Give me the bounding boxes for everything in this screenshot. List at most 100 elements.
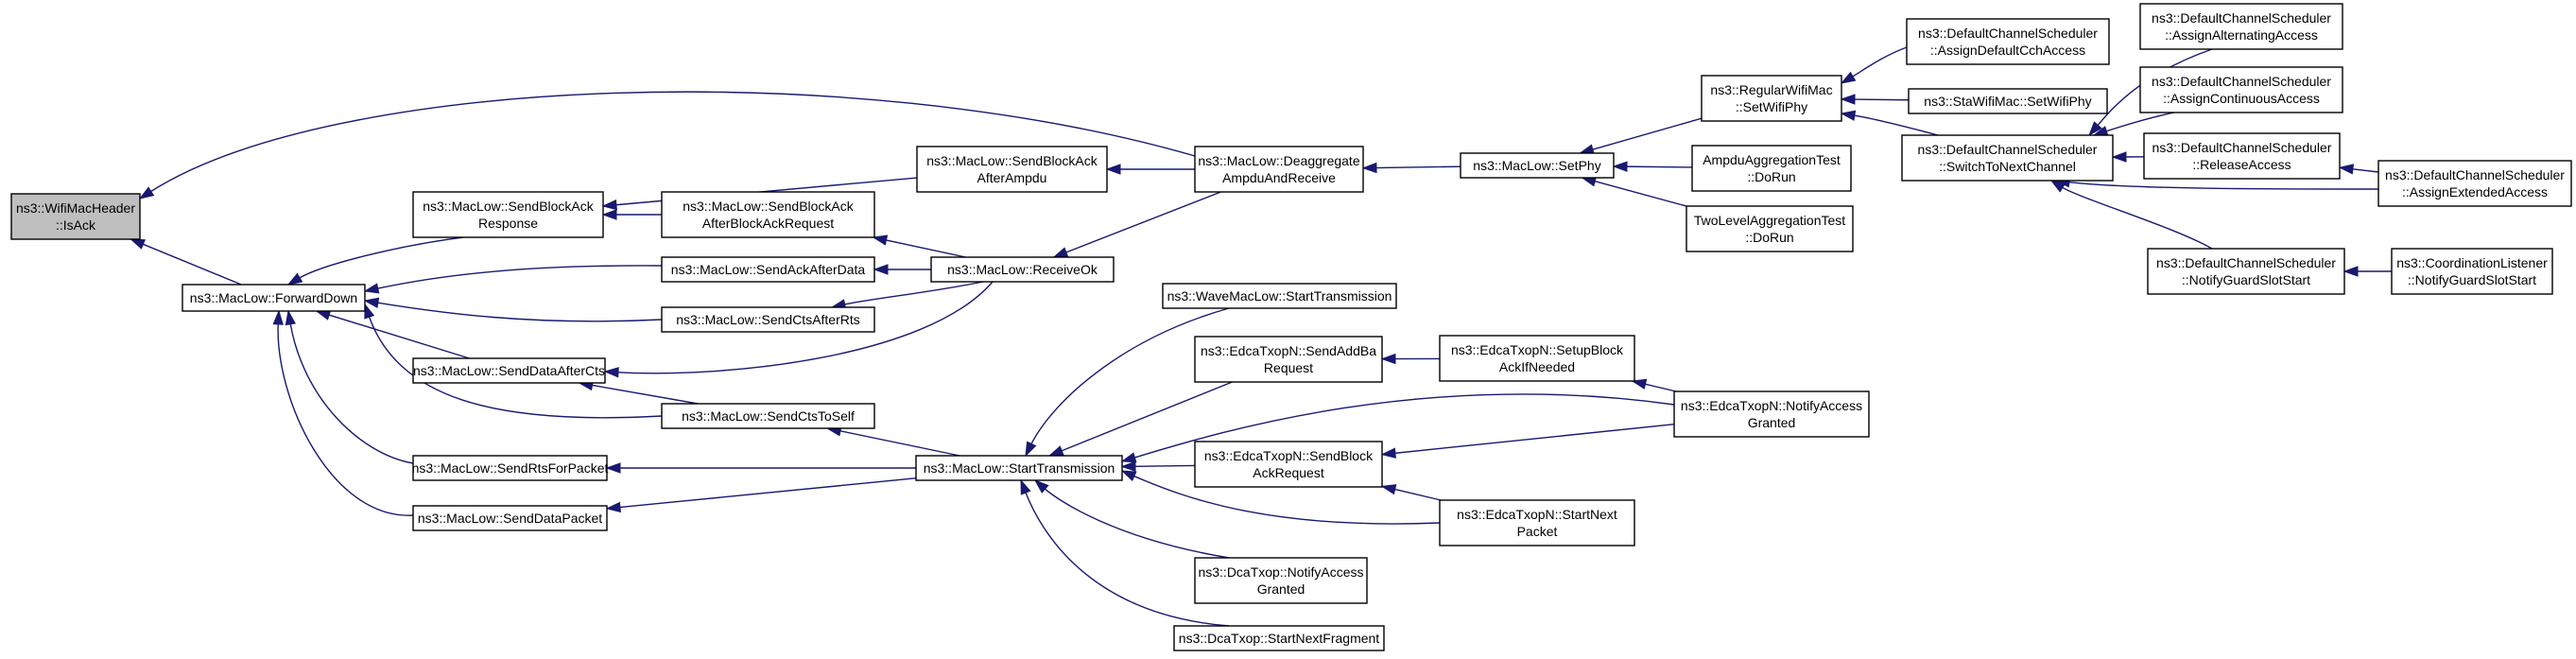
node-label-senddatapacket-line-0: ns3::MacLow::SendDataPacket bbox=[418, 511, 602, 526]
node-label-assigndefaultcch-line-1: ::AssignDefaultCchAccess bbox=[1930, 43, 2085, 58]
edge-sendctstoself-to-senddataaftercts bbox=[590, 384, 699, 405]
node-ampdutest[interactable]: AmpduAggregationTest::DoRun bbox=[1691, 145, 1852, 192]
node-box-ampdutest bbox=[1691, 145, 1852, 192]
arrowhead-deaggregate-to-sendblockackafterampdu bbox=[1105, 164, 1121, 175]
arrowhead-sendblockackresponse-to-forwarddown bbox=[286, 272, 303, 286]
arrowhead-wavemaclow-to-starttransmission bbox=[1025, 441, 1037, 458]
node-label-sendblockackrequest-line-0: ns3::EdcaTxopN::SendBlock bbox=[1204, 448, 1374, 463]
node-senddataaftercts[interactable]: ns3::MacLow::SendDataAfterCts bbox=[412, 357, 606, 384]
arrowhead-sendblockackafterampdu-to-sendblockackresponse bbox=[601, 199, 617, 211]
node-label-notifyguard-line-0: ns3::DefaultChannelScheduler bbox=[2156, 255, 2336, 270]
node-dcastartnextfrag[interactable]: ns3::DcaTxop::StartNextFragment bbox=[1173, 625, 1385, 651]
edge-forwarddown-to-isack bbox=[141, 242, 242, 286]
edge-receiveok-to-sendctsafterrts bbox=[842, 281, 984, 306]
node-box-isack bbox=[10, 193, 141, 240]
node-sendctsafterrts[interactable]: ns3::MacLow::SendCtsAfterRts bbox=[661, 306, 875, 333]
node-sendrtsforpacket[interactable]: ns3::MacLow::SendRtsForPacket bbox=[412, 455, 609, 481]
node-label-isack-line-0: ns3::WifiMacHeader bbox=[16, 200, 135, 216]
node-stasetwifiphy[interactable]: ns3::StaWifiMac::SetWifiPhy bbox=[1908, 88, 2108, 114]
node-label-edcastartnext-line-0: ns3::EdcaTxopN::StartNext bbox=[1457, 507, 1617, 522]
node-box-switchtonext bbox=[1901, 134, 2114, 182]
node-isack[interactable]: ns3::WifiMacHeader::IsAck bbox=[10, 193, 141, 240]
node-label-sendblockackafterampdu-line-0: ns3::MacLow::SendBlockAck bbox=[926, 153, 1098, 168]
edge-sendctsafterrts-to-forwarddown bbox=[375, 302, 663, 322]
node-wavemaclow[interactable]: ns3::WaveMacLow::StartTransmission bbox=[1162, 283, 1397, 309]
node-label-setupblockack-line-1: AckIfNeeded bbox=[1499, 359, 1575, 374]
node-label-sendblockackafterreq-line-0: ns3::MacLow::SendBlockAck bbox=[683, 199, 855, 214]
edge-switchtonext-to-regularsetwifiphy bbox=[1852, 114, 1939, 136]
node-label-stasetwifiphy-line-0: ns3::StaWifiMac::SetWifiPhy bbox=[1924, 94, 2091, 109]
node-box-sendblockackafterreq bbox=[661, 191, 875, 238]
node-label-assignextended-line-0: ns3::DefaultChannelScheduler bbox=[2385, 167, 2565, 182]
arrowhead-sendctsafterrts-to-forwarddown bbox=[363, 297, 380, 308]
node-label-ampdutest-line-1: ::DoRun bbox=[1747, 169, 1795, 184]
arrowhead-assigndefaultcch-to-regularsetwifiphy bbox=[1840, 71, 1857, 84]
node-starttransmission[interactable]: ns3::MacLow::StartTransmission bbox=[915, 455, 1123, 481]
node-box-notifyguard bbox=[2147, 248, 2345, 295]
node-assigncontinuous[interactable]: ns3::DefaultChannelScheduler::AssignCont… bbox=[2139, 66, 2343, 113]
arrowhead-edcastartnext-to-starttransmission bbox=[1120, 470, 1137, 482]
node-box-dcanotify bbox=[1194, 557, 1368, 604]
node-twoleveltest[interactable]: TwoLevelAggregationTest::DoRun bbox=[1686, 205, 1854, 252]
edge-edcastartnext-to-sendblockackrequest bbox=[1392, 488, 1442, 501]
node-releaseaccess[interactable]: ns3::DefaultChannelScheduler::ReleaseAcc… bbox=[2143, 132, 2341, 180]
node-box-assignextended bbox=[2377, 160, 2572, 207]
node-label-assignextended-line-1: ::AssignExtendedAccess bbox=[2402, 184, 2548, 199]
node-label-edcastartnext-line-1: Packet bbox=[1517, 524, 1558, 539]
node-coordlistener[interactable]: ns3::CoordinationListener::NotifyGuardSl… bbox=[2391, 248, 2553, 295]
arrowhead-sendblockackrequest-to-starttransmission bbox=[1120, 460, 1136, 472]
node-label-dcastartnextfrag-line-0: ns3::DcaTxop::StartNextFragment bbox=[1179, 631, 1380, 646]
node-switchtonext[interactable]: ns3::DefaultChannelScheduler::SwitchToNe… bbox=[1901, 134, 2114, 182]
node-forwarddown[interactable]: ns3::MacLow::ForwardDown bbox=[182, 284, 366, 312]
edge-assigndefaultcch-to-regularsetwifiphy bbox=[1850, 46, 1908, 78]
node-label-wavemaclow-line-0: ns3::WaveMacLow::StartTransmission bbox=[1167, 288, 1392, 303]
node-notifyguard[interactable]: ns3::DefaultChannelScheduler::NotifyGuar… bbox=[2147, 248, 2345, 295]
node-receiveok[interactable]: ns3::MacLow::ReceiveOk bbox=[930, 256, 1115, 283]
node-sendackafterdata[interactable]: ns3::MacLow::SendAckAfterData bbox=[661, 256, 875, 283]
node-box-edcanotify bbox=[1673, 390, 1870, 438]
node-sendblockackafterreq[interactable]: ns3::MacLow::SendBlockAckAfterBlockAckRe… bbox=[661, 191, 875, 238]
edge-assignextended-to-releaseaccess bbox=[2350, 167, 2379, 173]
edge-receiveok-to-sendblockackafterreq bbox=[884, 238, 966, 258]
node-box-coordlistener bbox=[2391, 248, 2553, 295]
node-assignalternating[interactable]: ns3::DefaultChannelScheduler::AssignAlte… bbox=[2139, 3, 2343, 50]
nodes-layer: ns3::WifiMacHeader::IsAckns3::MacLow::Fo… bbox=[10, 3, 2572, 651]
node-assignextended[interactable]: ns3::DefaultChannelScheduler::AssignExte… bbox=[2377, 160, 2572, 207]
node-sendctstoself[interactable]: ns3::MacLow::SendCtsToSelf bbox=[661, 403, 875, 429]
node-box-sendackafterdata bbox=[661, 256, 875, 283]
edge-edcastartnext-to-starttransmission bbox=[1132, 475, 1441, 525]
edge-notifyguard-to-switchtonext bbox=[2060, 185, 2213, 250]
arrowhead-deaggregate-to-isack bbox=[138, 186, 155, 199]
arrowhead-edcanotify-to-starttransmission bbox=[1120, 452, 1137, 463]
node-setphy[interactable]: ns3::MacLow::SetPhy bbox=[1460, 152, 1615, 179]
node-box-sendrtsforpacket bbox=[412, 455, 608, 481]
node-label-releaseaccess-line-0: ns3::DefaultChannelScheduler bbox=[2152, 140, 2332, 155]
node-label-sendblockackafterampdu-line-1: AfterAmpdu bbox=[977, 170, 1047, 185]
node-label-sendaddba-line-1: Request bbox=[1264, 360, 1313, 375]
node-label-assignalternating-line-1: ::AssignAlternatingAccess bbox=[2165, 27, 2318, 43]
edge-twoleveltest-to-setphy bbox=[1593, 180, 1687, 207]
node-box-setupblockack bbox=[1439, 335, 1635, 382]
edge-edcanotify-to-starttransmission bbox=[1132, 393, 1675, 460]
node-label-setupblockack-line-0: ns3::EdcaTxopN::SetupBlock bbox=[1451, 342, 1624, 357]
node-box-assigndefaultcch bbox=[1906, 18, 2110, 65]
arrowhead-starttransmission-to-sendrtsforpacket bbox=[605, 462, 621, 474]
node-label-edcanotify-line-1: Granted bbox=[1748, 415, 1796, 430]
node-assigndefaultcch[interactable]: ns3::DefaultChannelScheduler::AssignDefa… bbox=[1906, 18, 2110, 65]
arrowhead-sendackafterdata-to-forwarddown bbox=[363, 283, 380, 294]
node-senddatapacket[interactable]: ns3::MacLow::SendDataPacket bbox=[412, 505, 608, 531]
node-box-sendblockackresponse bbox=[412, 191, 604, 238]
edge-sendblockackrequest-to-starttransmission bbox=[1132, 464, 1196, 468]
node-regularsetwifiphy[interactable]: ns3::RegularWifiMac::SetWifiPhy bbox=[1701, 75, 1842, 122]
node-label-dcanotify-line-0: ns3::DcaTxop::NotifyAccess bbox=[1198, 564, 1363, 580]
